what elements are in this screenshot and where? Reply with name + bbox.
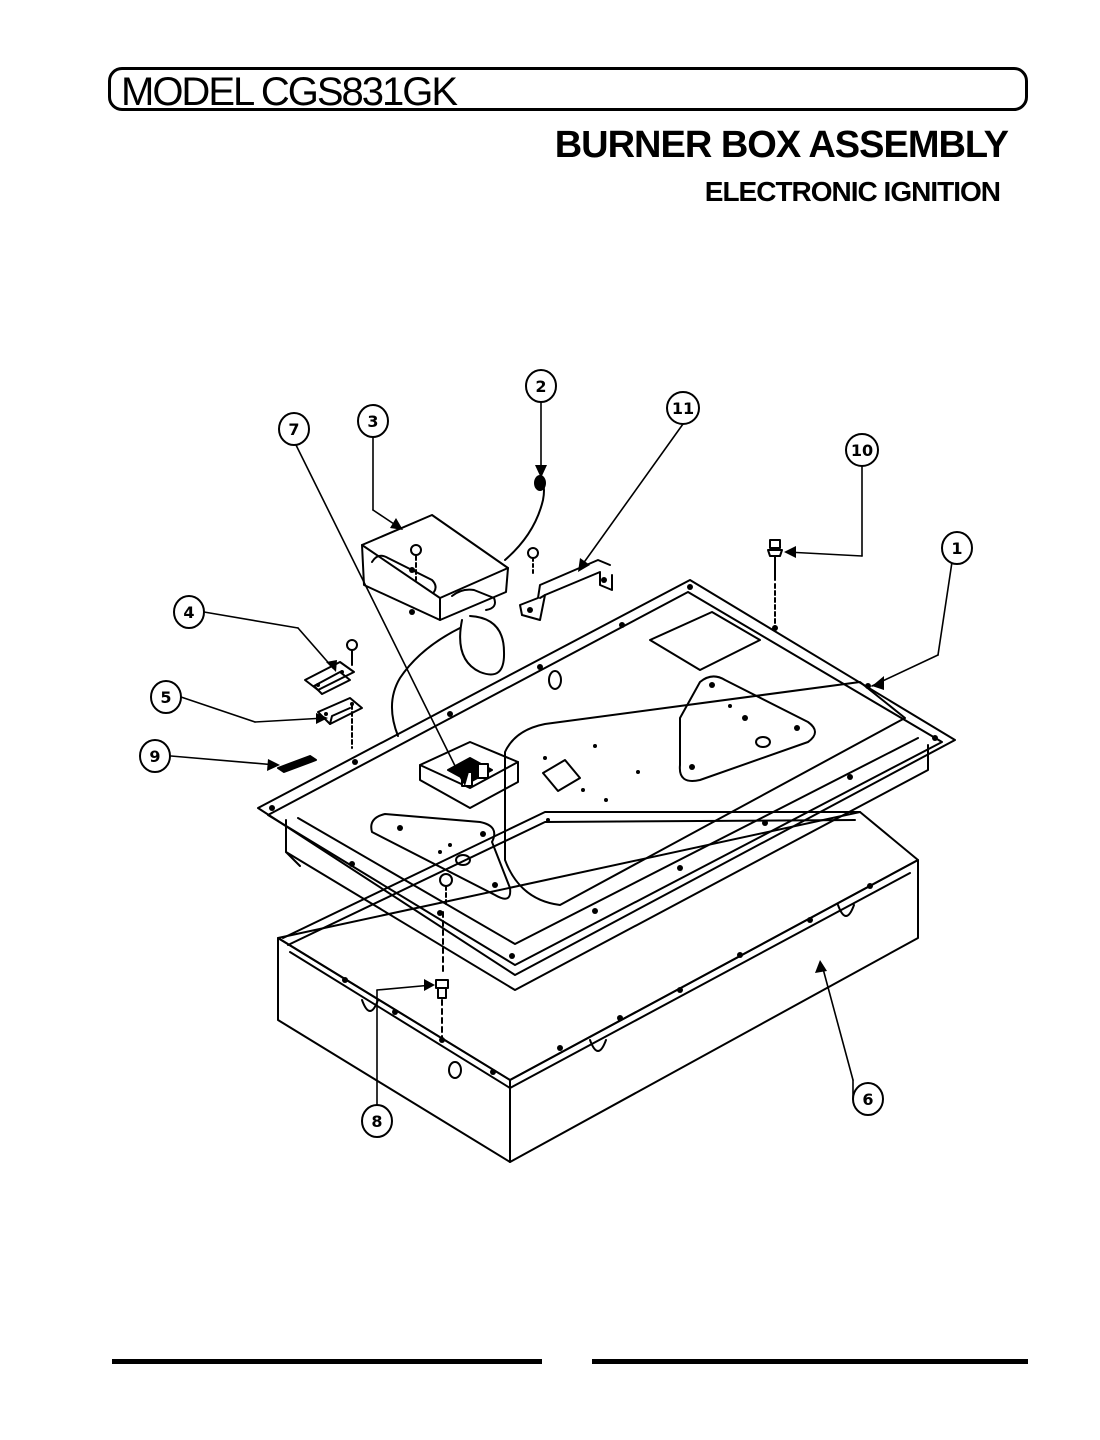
spark-module [361, 514, 509, 737]
lead-wire [504, 475, 546, 576]
svg-text:4: 4 [183, 603, 194, 622]
diagram-title: BURNER BOX ASSEMBLY [554, 124, 1009, 166]
bracket-screw [346, 639, 358, 749]
callouts: 1 2 3 4 5 6 7 8 [139, 369, 973, 1138]
svg-text:9: 9 [149, 747, 160, 766]
svg-text:11: 11 [672, 399, 694, 418]
model-banner: MODEL CGS831GK [108, 67, 1028, 114]
leader-lines [170, 401, 953, 1106]
svg-text:7: 7 [288, 420, 299, 439]
svg-text:5: 5 [160, 688, 171, 707]
callout-6: 6 [852, 1082, 884, 1116]
screw-10 [767, 539, 783, 629]
callout-7: 7 [278, 412, 310, 446]
footer-rule-right [592, 1359, 1028, 1364]
outer-burner-box [277, 811, 919, 1163]
footer-rule-left [112, 1359, 542, 1364]
svg-text:2: 2 [535, 377, 546, 396]
shim-9 [277, 755, 317, 773]
callout-3: 3 [357, 404, 389, 438]
model-number: MODEL CGS831GK [121, 70, 458, 114]
svg-text:6: 6 [862, 1090, 873, 1109]
mounting-bracket [519, 559, 613, 621]
terminal-block [419, 741, 519, 809]
svg-text:1: 1 [951, 539, 962, 558]
svg-text:10: 10 [851, 441, 873, 460]
callout-4: 4 [173, 595, 205, 629]
callout-11: 11 [666, 391, 700, 425]
hinge-plate-4 [304, 661, 355, 695]
hinge-bracket-5 [317, 697, 363, 725]
diagram-subtitle: ELECTRONIC IGNITION [704, 176, 1001, 207]
callout-10: 10 [845, 433, 879, 467]
svg-text:8: 8 [371, 1112, 382, 1131]
callout-5: 5 [150, 680, 182, 714]
callout-2: 2 [525, 369, 557, 403]
callout-9: 9 [139, 739, 171, 773]
callout-1: 1 [941, 531, 973, 565]
screw-8 [435, 873, 453, 1041]
svg-text:3: 3 [367, 412, 378, 431]
burner-box-pan [257, 579, 956, 991]
leader-arrowheads [267, 465, 884, 991]
callout-8: 8 [361, 1104, 393, 1138]
